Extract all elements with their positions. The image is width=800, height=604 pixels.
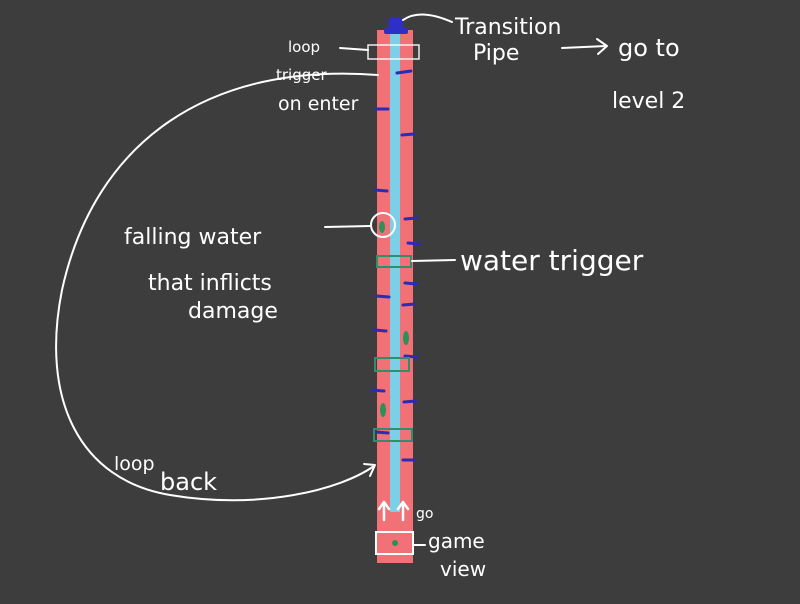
- water-trigger-label: water trigger: [460, 244, 644, 277]
- platform: [374, 430, 390, 435]
- platform: [401, 302, 417, 307]
- water-triggers: [373, 255, 413, 442]
- transition-pipe-label: Pipe: [473, 41, 519, 66]
- water-stream: [390, 34, 400, 512]
- annotation-connectors: [324, 13, 456, 546]
- game-view-box-icon: [375, 531, 414, 555]
- platform: [406, 241, 422, 246]
- platform: [372, 328, 388, 333]
- loop-back-label: loop: [114, 453, 155, 475]
- platform: [403, 281, 419, 286]
- falling-water-label: falling water: [124, 225, 262, 250]
- water-trigger-zone: [376, 255, 412, 268]
- platform: [403, 216, 419, 221]
- go-to-label: go to: [618, 34, 680, 62]
- platform: [373, 188, 389, 193]
- loop-trigger-zone: [367, 44, 420, 60]
- loop-trigger-label: loop: [288, 38, 320, 56]
- platform: [400, 132, 416, 137]
- platform: [403, 354, 419, 359]
- loop-trigger-label: trigger: [276, 66, 327, 84]
- loop-trigger-label: on enter: [278, 93, 359, 115]
- falling-water-label: damage: [188, 299, 278, 324]
- go-to-label: level 2: [612, 89, 685, 114]
- pipe-connector: [402, 13, 453, 23]
- platforms: [370, 69, 422, 462]
- transition-pipe-label: Transition: [454, 15, 561, 40]
- loop-back-label: back: [160, 468, 217, 496]
- water-trigger-connector: [411, 259, 456, 262]
- water-droplets: [379, 221, 409, 417]
- water-droplet: [380, 403, 386, 417]
- up-arrow-icon: [396, 500, 410, 522]
- platform: [370, 388, 386, 393]
- droplet-highlight-circle: [370, 212, 396, 238]
- platform: [395, 69, 413, 75]
- game-view-label: view: [440, 557, 486, 581]
- water-trigger-zone: [374, 357, 410, 372]
- loop-back-curve: [55, 72, 379, 502]
- game-view-label: game: [428, 529, 485, 553]
- water-droplet: [403, 331, 409, 345]
- platform: [375, 294, 391, 299]
- platform: [402, 399, 418, 404]
- go-label: go: [416, 506, 433, 522]
- up-arrow-icon: [377, 500, 391, 522]
- falling-water-connector: [324, 225, 371, 228]
- loop-back-arrowhead: [363, 463, 376, 477]
- right-arrow-icon: [561, 38, 608, 55]
- transition-pipe: [384, 18, 408, 34]
- water-trigger-zone: [373, 428, 413, 442]
- falling-water-label: that inflicts: [148, 271, 272, 296]
- loop-trigger-connector: [339, 47, 369, 51]
- water-droplet: [379, 221, 385, 233]
